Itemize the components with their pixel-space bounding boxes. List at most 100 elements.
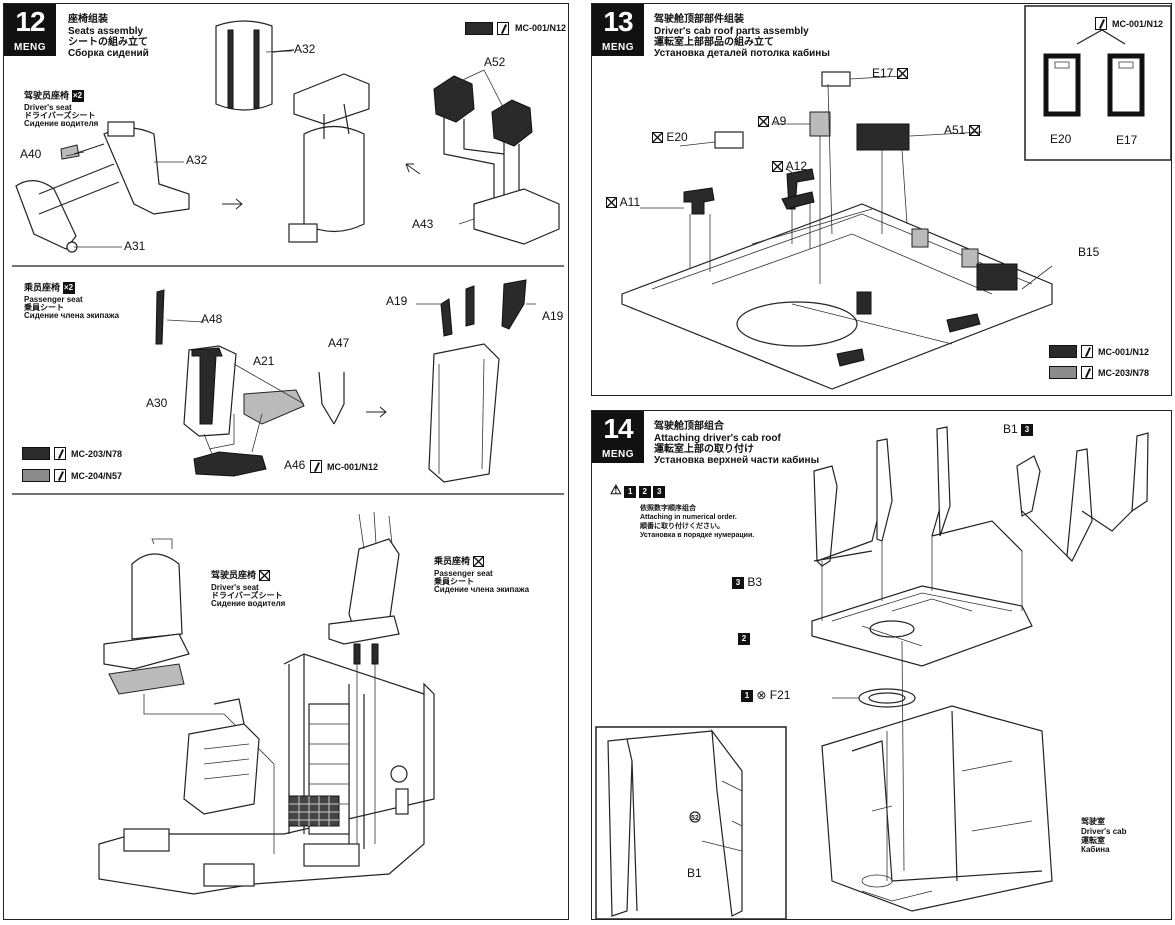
inset-paint-code: MC-001/N12	[1112, 19, 1164, 29]
paint-swatch-gray	[22, 469, 50, 482]
step-title-ru: Установка деталей потолка кабины	[654, 48, 830, 59]
step-title-cn: 驾驶舱顶部组合	[654, 421, 724, 432]
step-title-cn: 座椅组装	[68, 14, 108, 25]
order-number: 2	[638, 485, 651, 498]
part-label-a32-mid: A32	[186, 153, 208, 167]
step-14-panel: 14 MENG 驾驶舱顶部组合 Attaching driver's cab r…	[591, 410, 1172, 920]
cab-label-ru: Кабина	[1081, 845, 1110, 854]
part-label-e20: E20	[652, 131, 688, 144]
step-13-badge: 13 MENG	[592, 4, 644, 56]
paint-code-dark: MC-001/N12	[1098, 347, 1150, 357]
brush-icon	[1081, 345, 1093, 358]
part-label-a46: A46	[284, 458, 306, 472]
brush-icon	[54, 447, 66, 460]
inset-label-e20: E20	[1050, 132, 1072, 146]
part-label-a48: A48	[201, 312, 223, 326]
quantity-badge: ×2	[71, 90, 84, 102]
brush-icon	[1081, 366, 1093, 379]
part-label-a21: A21	[253, 354, 275, 368]
paint-swatch-dark	[465, 22, 493, 35]
cross-mark-icon	[472, 556, 484, 568]
part-label-b15: B15	[1078, 245, 1100, 259]
step-14-badge: 14 MENG	[592, 411, 644, 463]
step-number: 13	[603, 6, 633, 37]
brand-logo: MENG	[602, 42, 634, 53]
drivers-seat-label-ru: Сидение водителя	[24, 119, 99, 128]
passenger-seat-label-cn: 乘员座椅 ×2	[24, 282, 75, 294]
part-label-a51: A51	[944, 124, 980, 137]
roof-step-number: 2	[738, 633, 750, 645]
order-number: 2	[738, 633, 750, 645]
quantity-badge: ×2	[62, 282, 75, 294]
paint-code-a46: MC-001/N12	[327, 462, 379, 472]
order-number: 1	[741, 690, 753, 702]
cross-mark-icon	[652, 132, 663, 144]
passenger-seat-label-jp: 乗員シート	[24, 303, 64, 312]
driver-seat-callout-ru: Сидение водителя	[211, 599, 286, 608]
step-12-badge: 12 MENG	[4, 4, 56, 56]
cross-mark-icon	[772, 161, 783, 173]
brush-icon	[497, 22, 509, 35]
paint-code: MC-001/N12	[515, 23, 567, 33]
cross-mark-icon	[896, 68, 908, 80]
step-12-drawing	[12, 20, 564, 895]
inset-mark: 52	[691, 815, 699, 822]
driver-seat-callout-jp: ドライバーズシート	[211, 591, 283, 600]
part-label-a47: A47	[328, 336, 350, 350]
brush-icon	[54, 469, 66, 482]
step-title-en: Driver's cab roof parts assembly	[654, 26, 809, 37]
part-label-a11: A11	[606, 196, 640, 209]
step-title-ru: Сборка сидений	[68, 48, 149, 59]
order-note-ru: Установка в порядке нумерации.	[640, 532, 755, 539]
step-title-jp: 運転室上部の取り付け	[654, 444, 754, 455]
paint-swatch-dark	[1049, 345, 1077, 358]
order-number: 1	[624, 485, 637, 498]
part-label-a43: A43	[412, 217, 434, 231]
paint-code-gray: MC-203/N78	[1098, 368, 1150, 378]
part-label-a9: A9	[758, 115, 786, 128]
inset-part-label-b1: B1	[687, 866, 702, 880]
step-number: 12	[15, 6, 45, 37]
passenger-seat-label-ru: Сидение члена экипажа	[24, 311, 120, 320]
part-label-a12: A12	[772, 160, 807, 173]
driver-seat-callout-cn: 驾驶员座椅	[211, 570, 270, 582]
driver-seat-callout-en: Driver's seat	[211, 583, 259, 592]
passenger-seat-callout-cn: 乘员座椅	[434, 556, 484, 568]
brush-icon	[310, 460, 322, 473]
part-label-a19-right: A19	[542, 309, 564, 323]
order-sequence: ⚠ 1 2 3	[610, 482, 666, 498]
drivers-seat-label-jp: ドライバーズシート	[24, 111, 96, 120]
step-title-jp: 運転室上部部品の組み立て	[654, 37, 774, 48]
paint-swatch-gray	[1049, 366, 1077, 379]
part-label-a40: A40	[20, 147, 42, 161]
step-title-en: Attaching driver's cab roof	[654, 433, 781, 444]
step-title-jp: シートの組み立て	[68, 37, 148, 48]
step-title-en: Seats assembly	[68, 26, 144, 37]
step-14-drawing	[595, 426, 1149, 919]
paint-code-gray: MC-204/N57	[71, 471, 123, 481]
warning-icon: ⚠	[610, 482, 622, 497]
cab-label-cn: 驾驶室	[1081, 817, 1105, 826]
brush-icon	[1095, 17, 1107, 30]
order-note-cn: 依照数字顺序组合	[640, 505, 696, 512]
step-12-panel: 12 MENG 座椅组装 Seats assembly シートの組み立て Сбо…	[3, 3, 569, 920]
part-label-a52: A52	[484, 55, 506, 69]
no-glue-icon: ⊗	[756, 688, 767, 703]
part-label-f21: 1 ⊗ F21	[741, 688, 790, 703]
cab-label-jp: 運転室	[1081, 836, 1105, 845]
drivers-seat-label-en: Driver's seat	[24, 103, 72, 112]
step-title-ru: Установка верхней части кабины	[654, 455, 820, 466]
part-label-a31: A31	[124, 239, 146, 253]
step-13-drawing	[621, 5, 1171, 390]
paint-swatch-dark	[22, 447, 50, 460]
cross-mark-icon	[606, 197, 617, 209]
part-label-e17: E17	[872, 67, 908, 80]
brand-logo: MENG	[14, 42, 46, 53]
order-number: 3	[653, 485, 666, 498]
passenger-seat-callout-ru: Сидение члена экипажа	[434, 585, 530, 594]
order-number: 3	[1021, 424, 1034, 436]
order-note-en: Attaching in numerical order.	[640, 514, 737, 521]
passenger-seat-label-en: Passenger seat	[24, 295, 83, 304]
part-label-b1-top: B1 3	[1003, 423, 1034, 436]
step-number: 14	[603, 413, 633, 444]
